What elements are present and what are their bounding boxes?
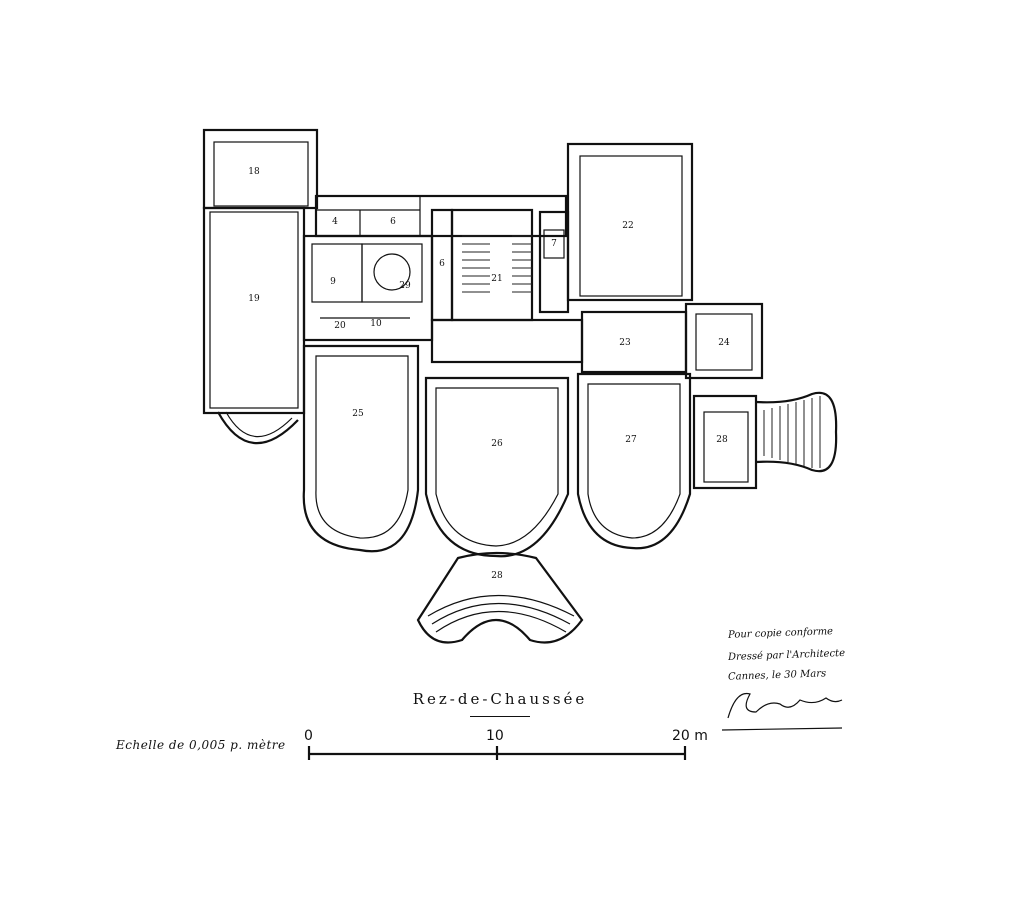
room-number: 21 xyxy=(491,274,502,284)
room-number: 28 xyxy=(491,571,503,581)
room-number: 6 xyxy=(390,217,396,227)
signature xyxy=(727,692,843,719)
room-number: 26 xyxy=(491,439,503,449)
room-number: 9 xyxy=(330,277,336,287)
room-number: 20 xyxy=(334,321,346,331)
signature-block xyxy=(721,692,843,731)
right-block xyxy=(566,142,764,380)
scale-tick-label: 0 xyxy=(304,728,313,744)
room-number: 24 xyxy=(718,338,730,348)
title-underline xyxy=(470,716,530,717)
room-number: 6 xyxy=(439,259,445,269)
room-number: 4 xyxy=(332,217,338,227)
left-wing xyxy=(202,128,319,445)
room-number: 27 xyxy=(625,435,637,445)
room-number: 19 xyxy=(248,294,260,304)
salons xyxy=(302,344,692,558)
service-block xyxy=(302,194,584,364)
east-entrance xyxy=(692,391,838,490)
room-number: 18 xyxy=(248,167,260,177)
room-number: 23 xyxy=(619,338,631,348)
room-number: 22 xyxy=(622,221,633,231)
room-number: 7 xyxy=(551,239,557,249)
room-number: 10 xyxy=(370,319,382,329)
room-number: 25 xyxy=(352,409,364,419)
scale-bar xyxy=(307,746,687,760)
room-number: 29 xyxy=(399,281,411,291)
room-number: 28 xyxy=(716,435,728,445)
plan-title: Rez-de-Chaussée xyxy=(412,690,588,708)
scale-tick-label: 20 m xyxy=(672,728,708,744)
room-numbers: 18 19 4 6 6 7 9 29 10 20 21 22 23 24 25 … xyxy=(248,167,730,581)
south-steps xyxy=(416,551,584,644)
scale-caption: Echelle de 0,005 p. mètre xyxy=(116,738,286,752)
scale-tick-label: 10 xyxy=(486,728,504,744)
